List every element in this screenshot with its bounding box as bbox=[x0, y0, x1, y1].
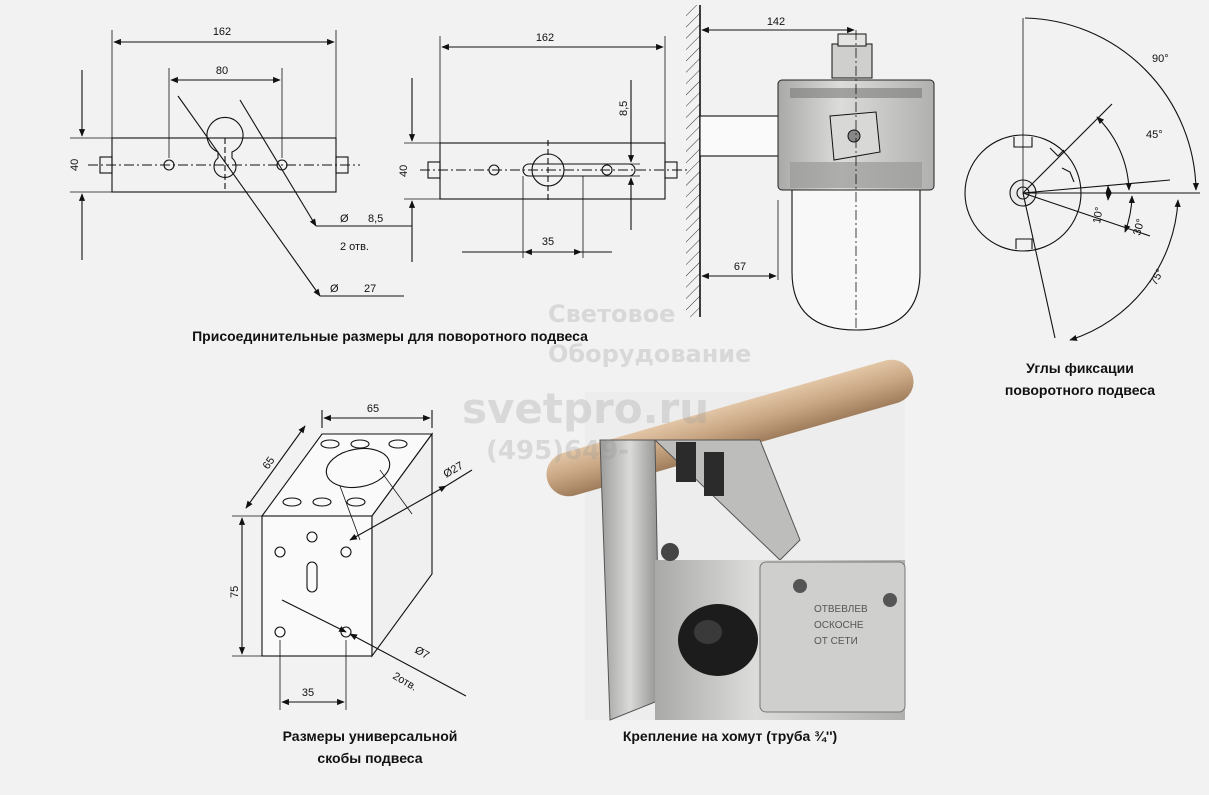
side-right-hole bbox=[601, 164, 613, 176]
hole-leader bbox=[239, 99, 317, 227]
bracket-small-dia-leader bbox=[281, 599, 347, 633]
plan-hole-spacing-label: 80 bbox=[216, 65, 228, 77]
angles-drawing bbox=[964, 17, 1200, 341]
notch-bottom bbox=[1015, 238, 1033, 249]
side-slot bbox=[522, 163, 636, 177]
bracket-left-hole bbox=[274, 626, 286, 638]
clamp-bolt-right bbox=[704, 452, 724, 496]
plan-width-label: 162 bbox=[213, 26, 231, 38]
arc-45 bbox=[1096, 116, 1132, 191]
watermark-site: svetpro.ru bbox=[462, 384, 710, 433]
photo-label-line2: ОСКОСНЕ bbox=[814, 620, 864, 631]
plan-height-label: 40 bbox=[69, 159, 81, 171]
clamp-bolt-left bbox=[676, 442, 696, 482]
side-width-label: 162 bbox=[536, 32, 554, 44]
bracket-drawing bbox=[232, 410, 473, 710]
left-hole bbox=[163, 159, 175, 171]
arc-90 bbox=[1024, 17, 1199, 191]
angle-45-label: 45° bbox=[1146, 129, 1163, 141]
bracket-small-dia-label: Ø7 bbox=[413, 644, 432, 662]
terminal-box bbox=[759, 561, 906, 713]
center-leader bbox=[177, 95, 321, 297]
wall-hatch bbox=[686, 5, 700, 317]
caption-clamp-mount: Крепление на хомут (труба ¾'') bbox=[622, 728, 838, 744]
wall-offset-label: 67 bbox=[734, 261, 746, 273]
bracket-side-length-line bbox=[245, 425, 306, 509]
caption-fixation-angles-line2: поворотного подвеса bbox=[1004, 382, 1156, 398]
bracket-big-dia-leader bbox=[349, 485, 447, 541]
angle-75-line bbox=[1022, 192, 1056, 339]
angle-90-label: 90° bbox=[1152, 53, 1169, 65]
bracket-slot bbox=[306, 561, 318, 593]
plan-hole-count-label: 2 отв. bbox=[340, 241, 369, 253]
angle-30-label: 30° bbox=[1131, 218, 1147, 237]
watermark-line2: Оборудование bbox=[548, 340, 752, 368]
hanger-strip bbox=[599, 439, 661, 721]
plan-view-drawing bbox=[70, 30, 412, 297]
bracket-top-width-label: 65 bbox=[367, 403, 379, 415]
cable-gland bbox=[831, 43, 873, 79]
caption-fixation-angles-line1: Углы фиксации bbox=[1026, 360, 1134, 376]
plan-center-dia-symbol: Ø bbox=[330, 283, 339, 295]
caption-bracket-line2: скобы подвеса bbox=[317, 750, 423, 766]
luminaire-drawing bbox=[686, 5, 935, 331]
watermark-line1: Световое bbox=[548, 300, 676, 328]
arc-75 bbox=[1069, 199, 1181, 341]
caption-bracket-line1: Размеры универсальной bbox=[282, 728, 458, 744]
clamp-mount-photo: ОТВЕВЛЕВ ОСКОСНЕ ОТ СЕТИ bbox=[546, 359, 914, 721]
bracket-hole-count-label: 2отв. bbox=[391, 670, 419, 693]
side-height-label: 40 bbox=[398, 165, 410, 177]
projection-label: 142 bbox=[767, 16, 785, 28]
plan-hole-dia-label: 8,5 bbox=[368, 213, 383, 225]
side-left-hole bbox=[488, 164, 500, 176]
caption-swivel-dimensions: Присоединительные размеры для поворотног… bbox=[192, 328, 588, 344]
arc-30 bbox=[1124, 195, 1135, 233]
angle-10-label: 10° bbox=[1091, 206, 1106, 224]
bracket-height-label: 75 bbox=[229, 586, 241, 598]
watermark-phone: (495)649- bbox=[486, 436, 630, 466]
side-view-drawing bbox=[404, 36, 690, 262]
photo-label-line3: ОТ СЕТИ bbox=[814, 636, 858, 647]
plan-center-dia-label: 27 bbox=[364, 283, 376, 295]
plan-hole-dia-symbol: Ø bbox=[340, 213, 349, 225]
bracket-side-length-label: 65 bbox=[261, 455, 278, 472]
bracket-hole-spacing-label: 35 bbox=[302, 687, 314, 699]
side-slot-spacing-label: 35 bbox=[542, 236, 554, 248]
keyhole-slot bbox=[206, 116, 244, 179]
photo-label-line1: ОТВЕВЛЕВ bbox=[814, 604, 868, 615]
bracket-big-dia-label: Ø27 bbox=[442, 460, 466, 481]
angle-75-label: 75° bbox=[1148, 267, 1166, 287]
side-offset-label: 8,5 bbox=[618, 101, 630, 116]
